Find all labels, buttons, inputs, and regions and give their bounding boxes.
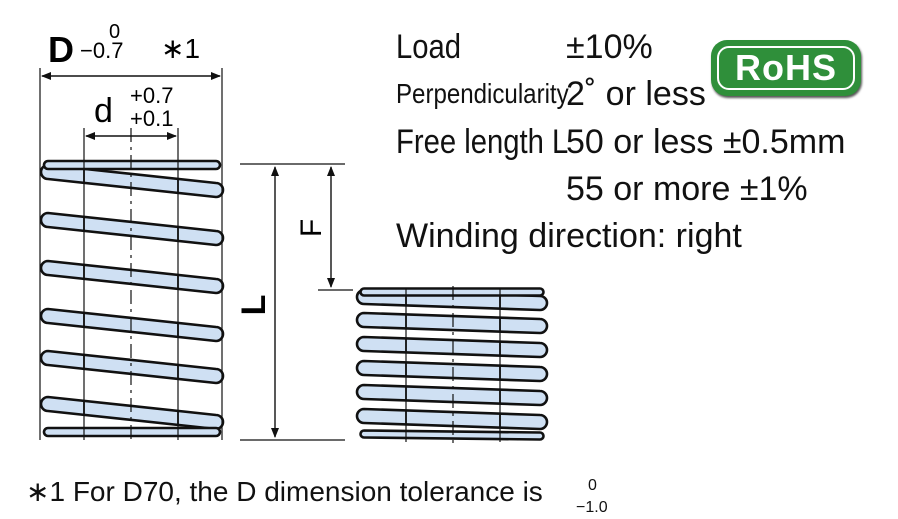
compressed-coil-end-top bbox=[359, 287, 545, 297]
free-coil bbox=[39, 349, 225, 385]
footnote-tol-upper: 0 bbox=[588, 477, 597, 494]
compressed-coil bbox=[355, 407, 549, 431]
compressed-coil bbox=[355, 335, 549, 359]
spec-free-length-value-2: 55 or more ±1% bbox=[566, 170, 808, 208]
free-coil-end-bottom bbox=[42, 426, 222, 438]
spec-free-length-value-1: 50 or less ±0.5mm bbox=[566, 123, 846, 161]
compressed-coil bbox=[355, 359, 549, 383]
spec-load-label: Load bbox=[396, 28, 462, 66]
inner-diameter-tol-upper: +0.7 bbox=[130, 83, 173, 108]
inner-diameter-dimension: d +0.7 +0.1 bbox=[85, 83, 177, 140]
compressed-coil-end-bottom bbox=[359, 429, 545, 441]
outer-diameter-dimension: D 0 −0.7 ∗1 bbox=[41, 21, 221, 80]
outer-diameter-tol-lower: −0.7 bbox=[80, 38, 123, 63]
compressed-coil bbox=[355, 383, 549, 407]
outer-diameter-label: D bbox=[48, 29, 74, 70]
outer-diameter-tol-upper: 0 bbox=[109, 21, 120, 43]
compressed-coil bbox=[355, 311, 549, 335]
spec-perpendicularity-value: 2˚ or less bbox=[566, 75, 706, 113]
free-coil-end-top bbox=[42, 159, 222, 171]
rohs-badge: RoHS bbox=[711, 40, 861, 96]
inner-diameter-tol-lower: +0.1 bbox=[130, 106, 173, 131]
deflection-label: F bbox=[295, 219, 328, 237]
free-spring-coils bbox=[39, 159, 225, 438]
free-coil bbox=[39, 307, 225, 343]
free-coil bbox=[39, 395, 225, 431]
inner-diameter-label: d bbox=[94, 92, 113, 130]
compressed-spring bbox=[355, 286, 549, 444]
rohs-badge-text: RoHS bbox=[735, 47, 837, 88]
free-coil bbox=[39, 211, 225, 247]
free-length-dimension: L bbox=[235, 163, 345, 441]
spec-load-value: ±10% bbox=[566, 28, 653, 66]
deflection-dimension: F bbox=[295, 166, 353, 291]
free-coil bbox=[39, 259, 225, 295]
free-length-label: L bbox=[235, 295, 273, 316]
spec-winding-direction: Winding direction: right bbox=[396, 217, 742, 255]
outer-diameter-note: ∗1 bbox=[161, 33, 200, 64]
free-spring bbox=[39, 68, 225, 440]
spec-free-length-label: Free length L bbox=[396, 123, 569, 161]
spec-perpendicularity-label: Perpendicularity bbox=[396, 78, 569, 109]
footnote-tol-lower: −1.0 bbox=[576, 499, 608, 516]
footnote-text: ∗1 For D70, the D dimension tolerance is bbox=[26, 476, 543, 507]
compressed-spring-coils bbox=[355, 287, 549, 441]
